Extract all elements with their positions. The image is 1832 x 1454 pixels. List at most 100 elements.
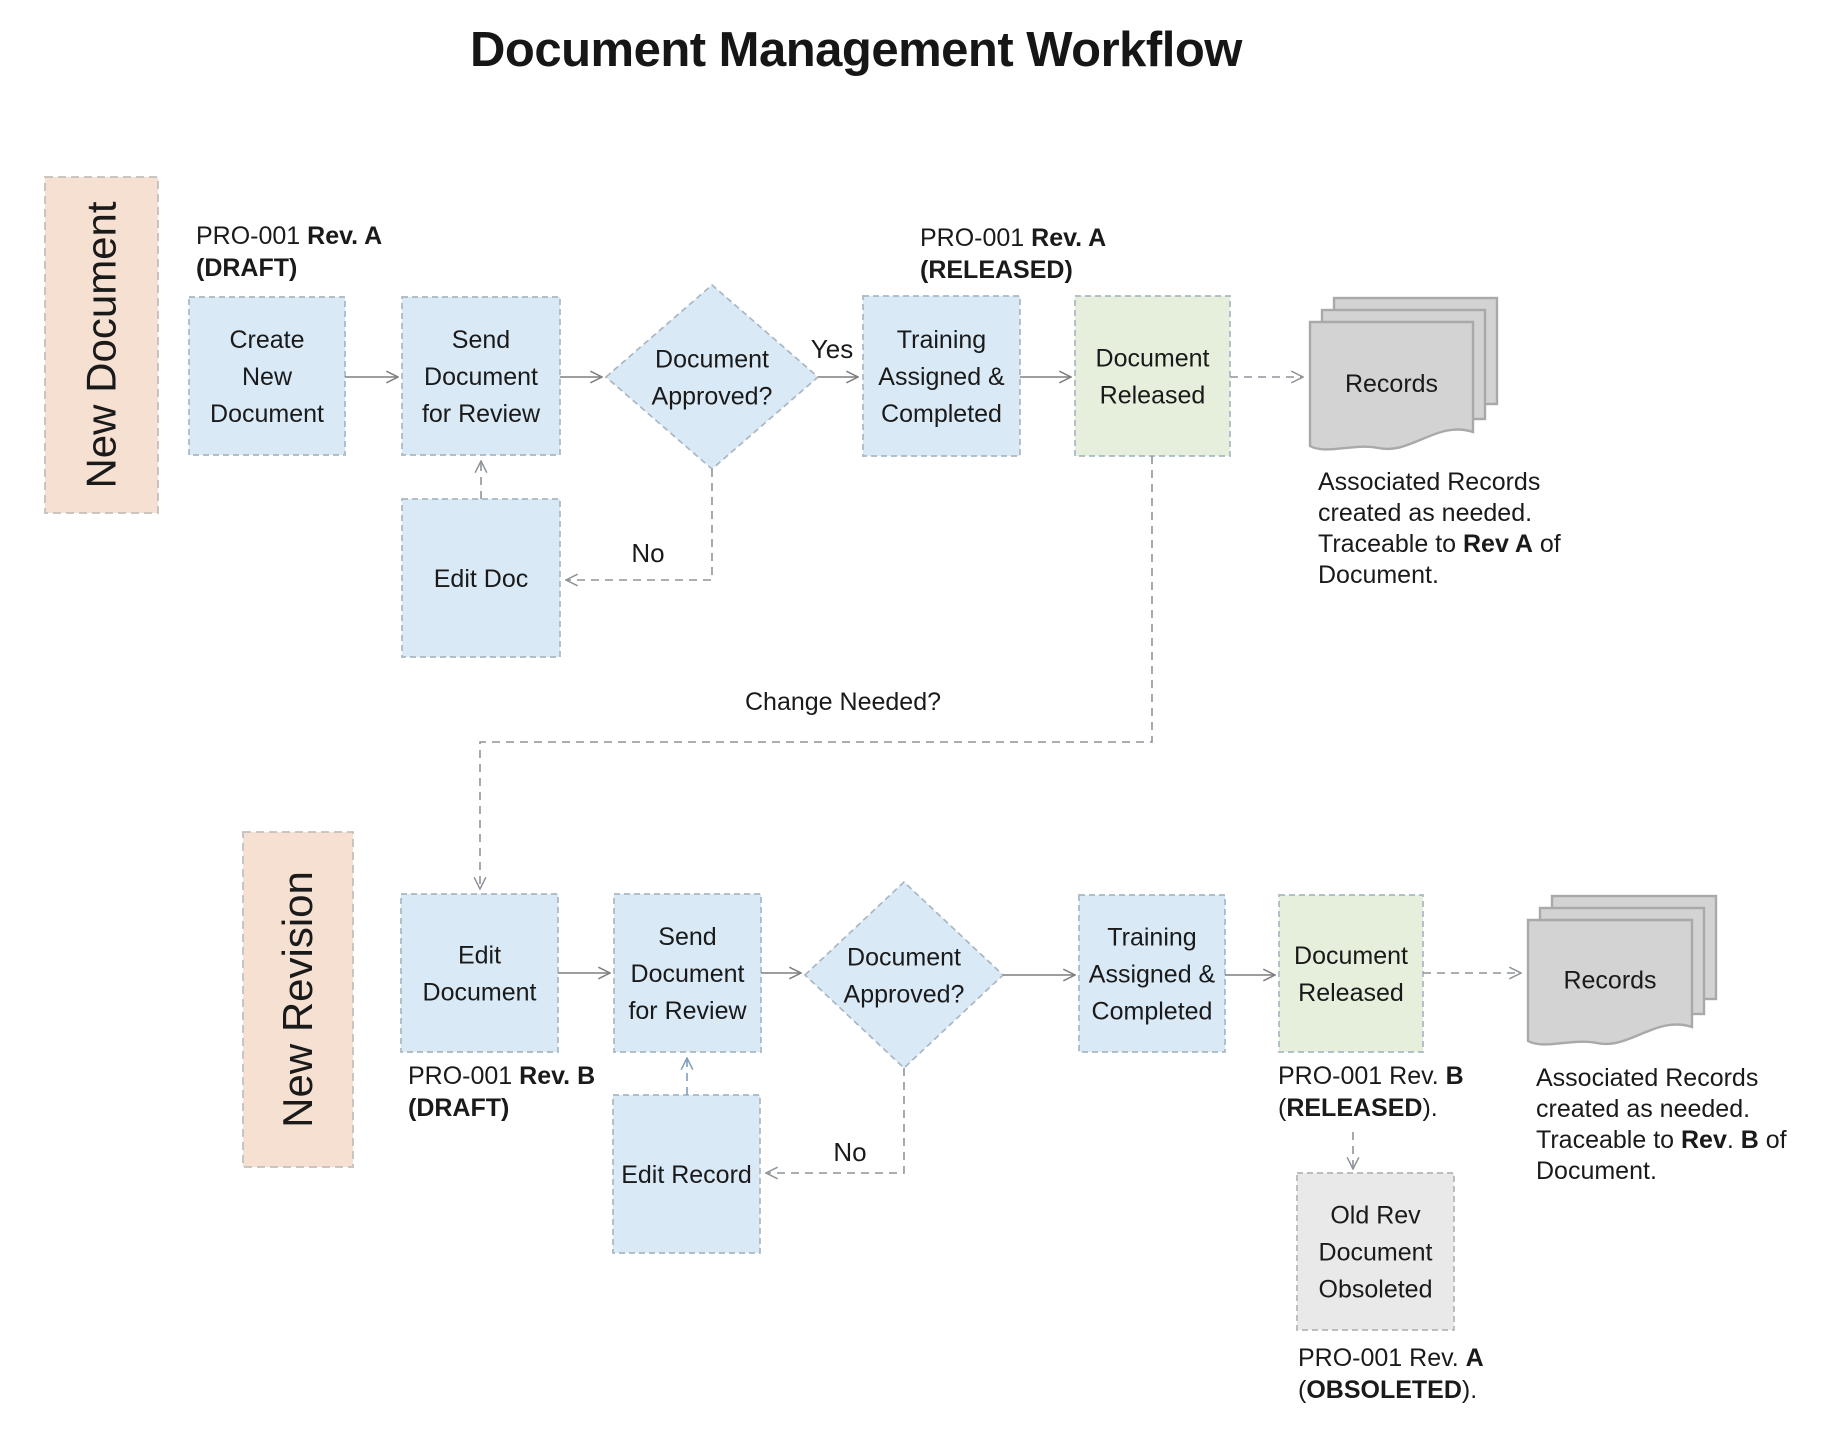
label-pro001-rev-a-released-run: Rev. A bbox=[1031, 224, 1106, 252]
note-records-rev-a-line: created as needed. bbox=[1318, 499, 1532, 527]
document-released-1-label-line: Released bbox=[1100, 381, 1206, 409]
document-released-2-label-line: Document bbox=[1294, 942, 1408, 970]
edit-document-shape bbox=[400, 893, 559, 1053]
records-1: Records bbox=[1308, 296, 1499, 451]
edit-document-label-line: Document bbox=[423, 978, 537, 1006]
label-pro001-rev-b-draft-run: (DRAFT) bbox=[408, 1094, 509, 1122]
lane-new-revision-box bbox=[242, 831, 354, 1168]
edit-doc-shape bbox=[401, 498, 561, 658]
note-records-rev-a-line: Associated Records bbox=[1318, 468, 1540, 496]
page-title: Document Management Workflow bbox=[470, 23, 1242, 77]
label-pro001-rev-a-obsoleted-run: ). bbox=[1462, 1376, 1477, 1404]
send-document-review-2-shape bbox=[613, 893, 762, 1053]
label-pro001-rev-a-released-run: RELEASED bbox=[928, 256, 1064, 284]
note-records-rev-a-run: Associated Records bbox=[1318, 468, 1540, 496]
training-assigned-2-label-line: Training bbox=[1107, 923, 1196, 951]
note-records-rev-b-run: Traceable to bbox=[1536, 1126, 1681, 1154]
label-pro001-rev-a-draft-run: PRO-001 bbox=[196, 222, 307, 250]
send-document-review-2-label-line: Document bbox=[631, 960, 745, 988]
document-approved-1-shape bbox=[604, 283, 820, 471]
training-assigned-1-shape bbox=[862, 295, 1021, 457]
label-pro001-rev-b-released-line: PRO-001 Rev. B bbox=[1278, 1062, 1464, 1090]
document-released-1-label-line: Document bbox=[1096, 344, 1210, 372]
label-pro001-rev-b-released: PRO-001 Rev. B (RELEASED). bbox=[1278, 1062, 1464, 1122]
label-pro001-rev-a-draft-run: (DRAFT) bbox=[196, 254, 297, 282]
note-records-rev-b-run: of bbox=[1759, 1126, 1787, 1154]
note-records-rev-b-line: Associated Records bbox=[1536, 1064, 1758, 1092]
note-records-rev-b: Associated Records created as needed. Trac… bbox=[1536, 1064, 1787, 1185]
create-new-document-label-line: Document bbox=[210, 400, 324, 428]
no-label-1: No bbox=[631, 538, 664, 568]
lane-new-document: New Document bbox=[44, 176, 159, 514]
note-records-rev-b-run: B bbox=[1741, 1126, 1759, 1154]
training-assigned-1-label-line: Completed bbox=[881, 400, 1002, 428]
label-pro001-rev-b-released-line: (RELEASED). bbox=[1278, 1094, 1438, 1122]
edit-doc-label: Edit Doc bbox=[434, 565, 528, 593]
note-records-rev-b-run: . bbox=[1727, 1126, 1741, 1154]
label-pro001-rev-b-draft: PRO-001 Rev. B (DRAFT) bbox=[408, 1062, 595, 1122]
label-pro001-rev-a-obsoleted-run: A bbox=[1466, 1344, 1484, 1372]
edit-doc-label-line: Edit Doc bbox=[434, 565, 528, 593]
training-assigned-2-shape bbox=[1078, 894, 1226, 1053]
label-pro001-rev-b-released-run: ( bbox=[1278, 1094, 1287, 1122]
note-records-rev-a-run: Document. bbox=[1318, 561, 1439, 589]
lane-new-document-box bbox=[44, 176, 159, 514]
lane-new-document-label: New Document bbox=[78, 201, 125, 488]
document-approved-2-label-line: Approved? bbox=[844, 980, 965, 1008]
document-approved-2-shape bbox=[803, 880, 1005, 1070]
document-approved-1-label-line: Approved? bbox=[652, 382, 773, 410]
note-records-rev-a-run: created as needed. bbox=[1318, 499, 1532, 527]
document-approved-2-label-line: Document bbox=[847, 943, 961, 971]
old-rev-obsoleted-shape bbox=[1296, 1172, 1455, 1331]
label-pro001-rev-a-obsoleted-run: OBSOLETED bbox=[1306, 1376, 1462, 1404]
old-rev-obsoleted-label-line: Old Rev bbox=[1330, 1201, 1421, 1229]
records-1-label: Records bbox=[1345, 370, 1438, 398]
create-new-document-label-line: Create bbox=[229, 326, 304, 354]
label-pro001-rev-a-released: PRO-001 Rev. A (RELEASED) bbox=[920, 224, 1106, 284]
training-assigned-1-label-line: Training bbox=[897, 326, 986, 354]
document-released-1-shape bbox=[1074, 295, 1231, 457]
label-pro001-rev-a-released-line: (RELEASED) bbox=[920, 256, 1073, 284]
old-rev-obsoleted-label-line: Document bbox=[1319, 1238, 1433, 1266]
label-pro001-rev-a-draft: PRO-001 Rev. A (DRAFT) bbox=[196, 222, 382, 282]
label-pro001-rev-a-draft-line: PRO-001 Rev. A bbox=[196, 222, 382, 250]
note-records-rev-a-line: Document. bbox=[1318, 561, 1439, 589]
old-rev-obsoleted-label-line: Obsoleted bbox=[1319, 1275, 1433, 1303]
training-assigned-2-label-line: Completed bbox=[1092, 997, 1213, 1025]
label-pro001-rev-b-draft-line: PRO-001 Rev. B bbox=[408, 1062, 595, 1090]
label-pro001-rev-b-released-run: B bbox=[1446, 1062, 1464, 1090]
note-records-rev-a-run: of bbox=[1533, 530, 1561, 558]
note-records-rev-b-run: created as needed. bbox=[1536, 1095, 1750, 1123]
label-pro001-rev-b-draft-run: Rev. B bbox=[519, 1062, 595, 1090]
note-records-rev-b-line: created as needed. bbox=[1536, 1095, 1750, 1123]
label-pro001-rev-a-released-line: PRO-001 Rev. A bbox=[920, 224, 1106, 252]
training-assigned-2-label-line: Assigned & bbox=[1089, 960, 1216, 988]
label-pro001-rev-a-obsoleted-line: (OBSOLETED). bbox=[1298, 1376, 1477, 1404]
training-assigned-1-label-line: Assigned & bbox=[878, 363, 1005, 391]
send-document-review-2-label-line: Send bbox=[658, 923, 716, 951]
label-pro001-rev-a-released-run: ) bbox=[1064, 256, 1072, 284]
label-pro001-rev-a-draft-line: (DRAFT) bbox=[196, 254, 297, 282]
note-records-rev-b-run: Rev bbox=[1681, 1126, 1727, 1154]
send-document-review-2-label-line: for Review bbox=[628, 997, 747, 1025]
send-document-review-1-label-line: for Review bbox=[422, 400, 541, 428]
label-pro001-rev-a-released-run: PRO-001 bbox=[920, 224, 1031, 252]
edit-record-label: Edit Record bbox=[621, 1161, 752, 1189]
label-pro001-rev-b-draft-run: PRO-001 bbox=[408, 1062, 519, 1090]
label-pro001-rev-a-obsoleted-line: PRO-001 Rev. A bbox=[1298, 1344, 1484, 1372]
